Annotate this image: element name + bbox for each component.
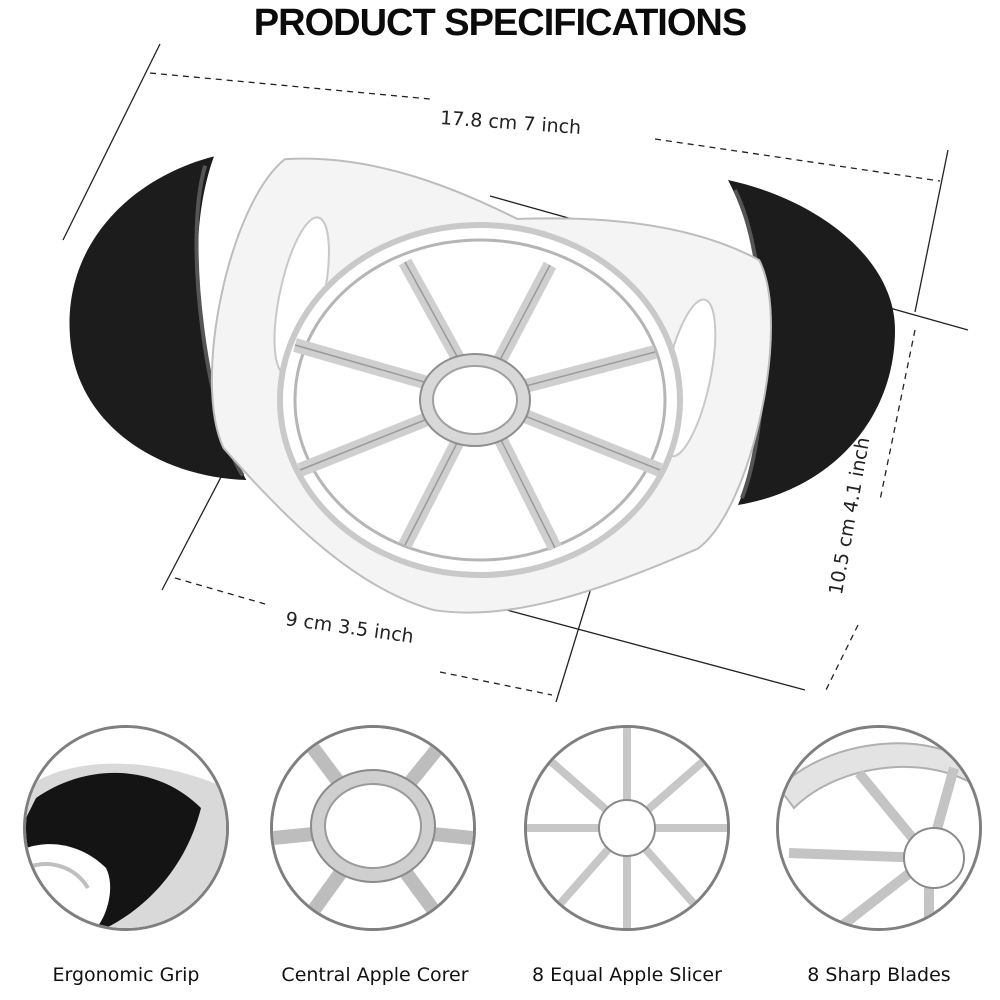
slicer-closeup-icon <box>524 725 730 931</box>
feature-label-blades: 8 Sharp Blades <box>807 964 951 986</box>
feature-label-corer: Central Apple Corer <box>281 964 469 986</box>
blades-closeup-icon <box>776 725 982 931</box>
corer-closeup-icon <box>270 725 476 931</box>
grip-closeup-icon <box>23 725 229 931</box>
page-title: PRODUCT SPECIFICATIONS <box>253 2 747 44</box>
feature-label-slicer: 8 Equal Apple Slicer <box>532 964 722 986</box>
feature-label-grip: Ergonomic Grip <box>52 964 200 986</box>
product-diagram <box>62 43 969 703</box>
